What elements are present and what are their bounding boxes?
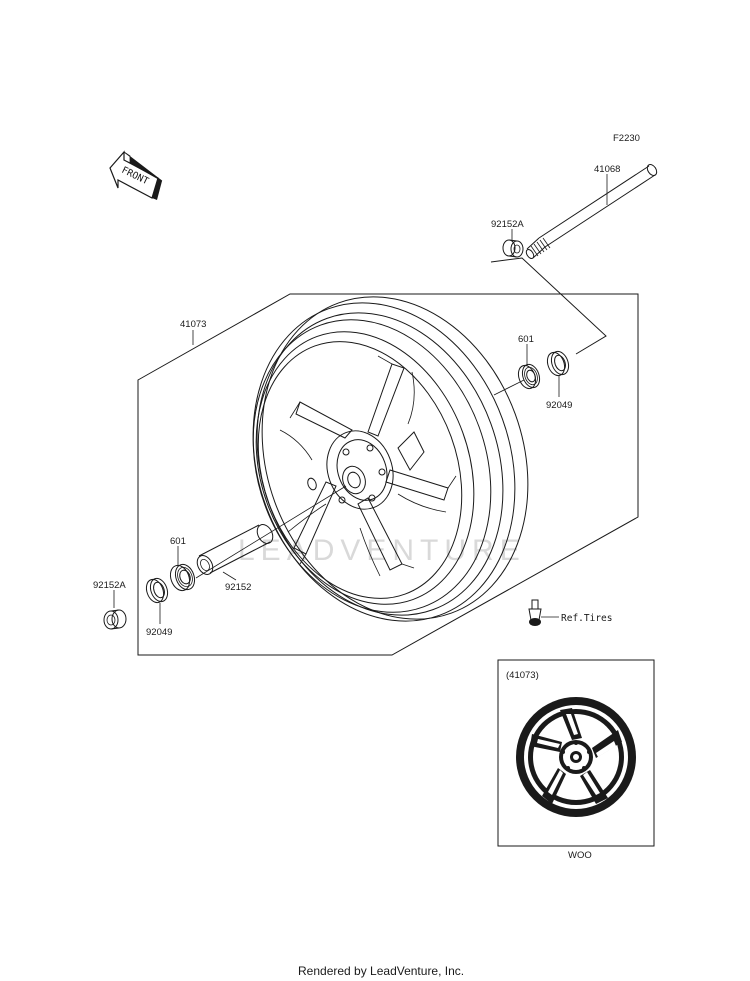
- wheel-group-outline: [137, 293, 639, 656]
- bearing-right: [517, 363, 541, 390]
- seal-left: [145, 577, 169, 604]
- front-arrow-icon: FRONT: [109, 150, 163, 200]
- label-spacer: 92152: [225, 582, 251, 593]
- collar-top: [502, 239, 524, 258]
- label-collar-bottom: 92152A: [93, 580, 126, 591]
- label-seal-left: 92049: [146, 627, 172, 638]
- collar-bottom: [103, 609, 127, 630]
- footer-credit: Rendered by LeadVenture, Inc.: [298, 964, 464, 978]
- label-axle: 41068: [594, 164, 620, 175]
- inset-box: [497, 659, 655, 847]
- wheel-assembly: [252, 296, 529, 622]
- bearing-path: [493, 379, 525, 396]
- inset-wheel: [516, 697, 636, 817]
- spacer: [196, 524, 274, 575]
- label-bearing-right: 601: [518, 334, 534, 345]
- axle-centreline: [195, 485, 347, 579]
- label-wheel: 41073: [180, 319, 206, 330]
- bearing-left: [169, 563, 196, 592]
- inset-caption: WOO: [568, 850, 592, 861]
- seal-right: [546, 350, 570, 377]
- axle-path-right: [490, 257, 607, 355]
- label-seal-right: 92049: [546, 400, 572, 411]
- inset-title: (41073): [506, 670, 539, 681]
- leader-spacer: [222, 571, 237, 581]
- axle-shaft: [525, 164, 658, 260]
- valve-stem: [528, 599, 542, 626]
- label-valve: Ref.Tires: [561, 613, 612, 624]
- label-bearing-left: 601: [170, 536, 186, 547]
- figure-code: F2230: [613, 133, 640, 144]
- label-collar-top: 92152A: [491, 219, 524, 230]
